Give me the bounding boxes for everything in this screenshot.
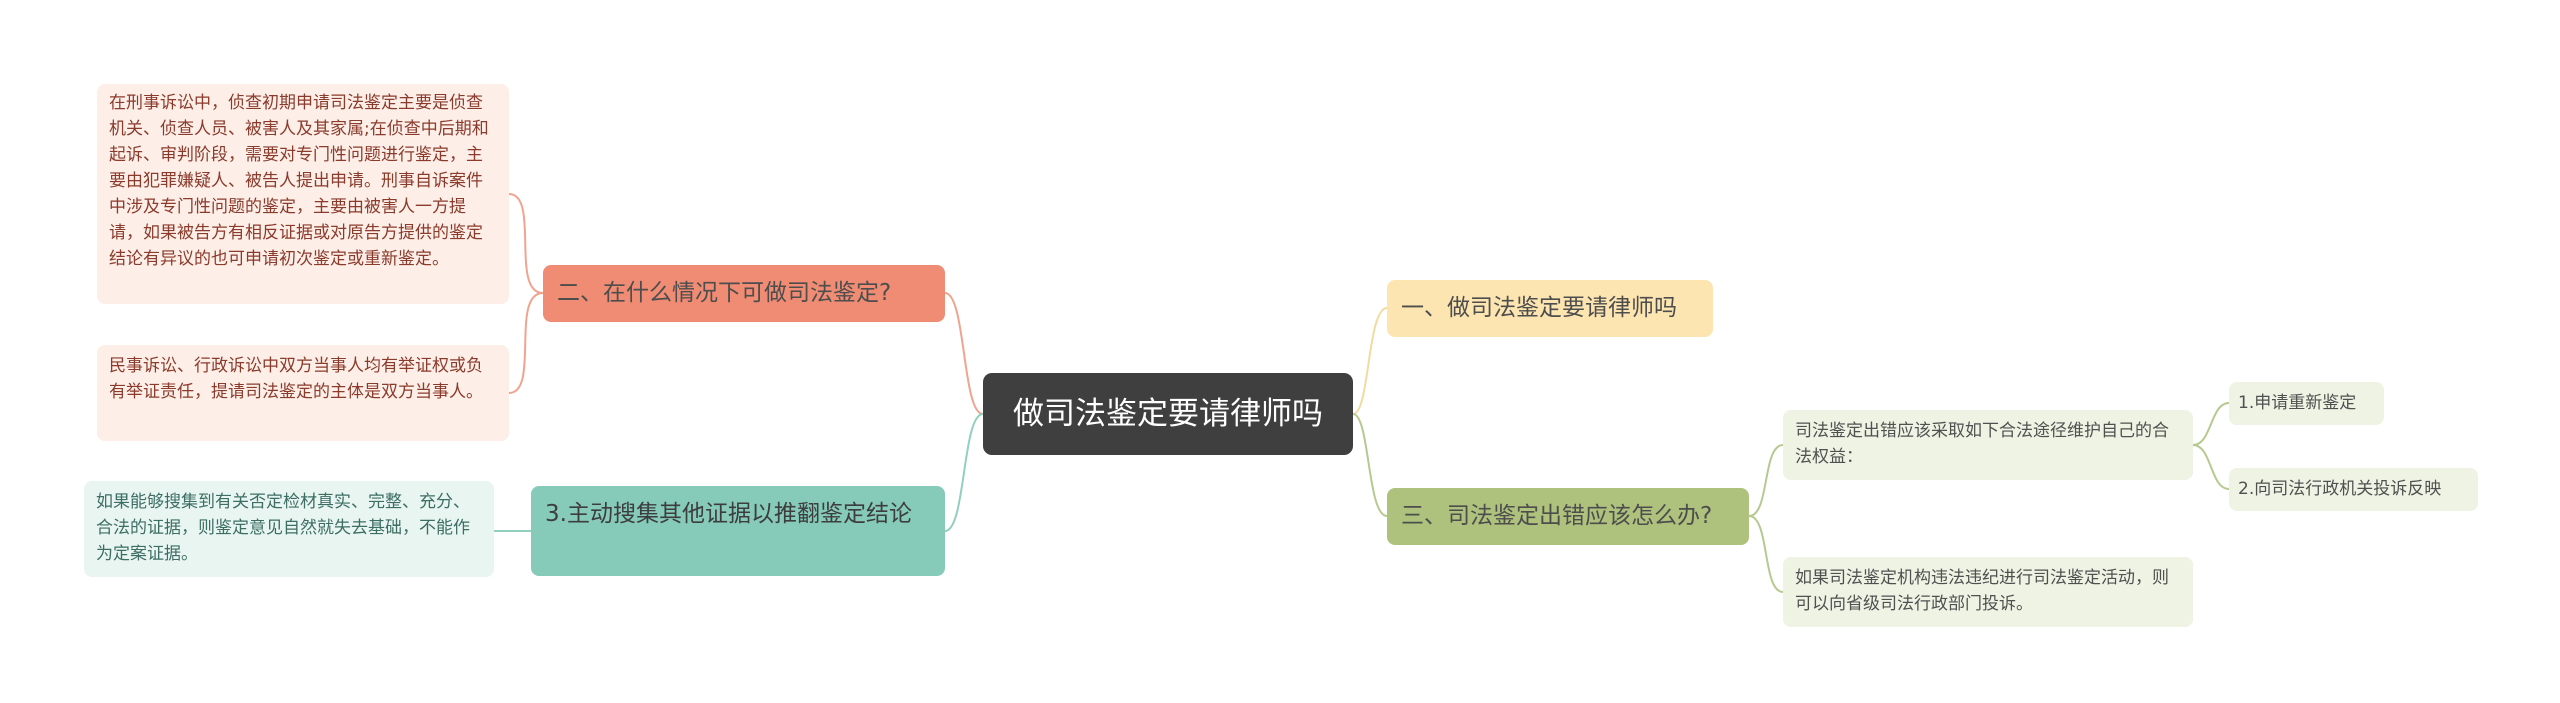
leaf-criminal-procedure[interactable]: 在刑事诉讼中，侦查初期申请司法鉴定主要是侦查机关、侦查人员、被害人及其家属;在侦… <box>97 84 509 304</box>
leaf-legal-remedies[interactable]: 司法鉴定出错应该采取如下合法途径维护自己的合法权益： <box>1783 410 2193 480</box>
connector-rights-complaint <box>2192 444 2230 490</box>
leaf-civil-administrative[interactable]: 民事诉讼、行政诉讼中双方当事人均有举证权或负有举证责任，提请司法鉴定的主体是双方… <box>97 345 509 441</box>
connector-branch3-violation <box>1748 515 1784 593</box>
branch-collect-evidence[interactable]: 3.主动搜集其他证据以推翻鉴定结论 <box>531 486 945 576</box>
leaf-negating-evidence[interactable]: 如果能够搜集到有关否定检材真实、完整、充分、合法的证据，则鉴定意见自然就失去基础… <box>84 481 494 577</box>
connector-branch3-rights <box>1748 444 1784 517</box>
connector-root-branch1 <box>1352 307 1388 415</box>
connector-root-branch3 <box>1352 413 1388 517</box>
connector-branch2-civil <box>508 292 544 394</box>
connector-branch2-criminal <box>508 193 544 294</box>
connector-root-branch4 <box>944 413 984 532</box>
branch-appraisal-error[interactable]: 三、司法鉴定出错应该怎么办? <box>1387 488 1749 545</box>
connector-root-branch2 <box>944 292 984 415</box>
leaf-file-complaint[interactable]: 2.向司法行政机关投诉反映 <box>2229 468 2478 511</box>
root-topic[interactable]: 做司法鉴定要请律师吗 <box>983 373 1353 455</box>
branch-need-lawyer[interactable]: 一、做司法鉴定要请律师吗 <box>1387 280 1713 337</box>
leaf-institution-violation[interactable]: 如果司法鉴定机构违法违纪进行司法鉴定活动，则可以向省级司法行政部门投诉。 <box>1783 557 2193 627</box>
connector-rights-reappraisal <box>2192 402 2230 446</box>
branch-when-appraisal[interactable]: 二、在什么情况下可做司法鉴定? <box>543 265 945 322</box>
leaf-request-reappraisal[interactable]: 1.申请重新鉴定 <box>2229 382 2384 425</box>
